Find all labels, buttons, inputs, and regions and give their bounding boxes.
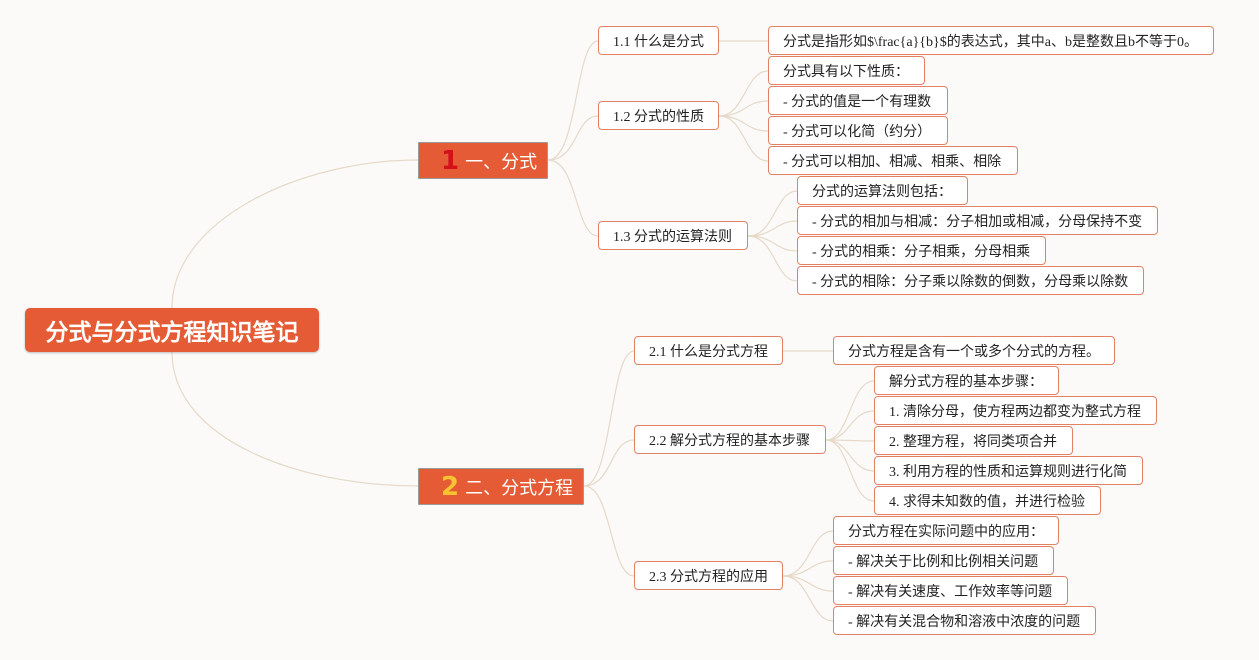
subtopic-1-3[interactable]: 1.3 分式的运算法则 (598, 221, 748, 250)
leaf-2-2-2[interactable]: 1. 清除分母，使方程两边都变为整式方程 (874, 396, 1157, 425)
leaf-1-3-2[interactable]: - 分式的相加与相减：分子相加或相减，分母保持不变 (797, 206, 1158, 235)
leaf-text: 分式是指形如$\frac{a}{b}$的表达式，其中a、b是整数且b不等于0。 (783, 34, 1198, 50)
leaf-1-3-4[interactable]: - 分式的相除：分子乘以除数的倒数，分母乘以除数 (797, 266, 1144, 295)
number-one-badge-icon: 1 (441, 145, 460, 176)
leaf-2-3-2[interactable]: - 解决关于比例和比例相关问题 (833, 546, 1054, 575)
subtopic-1-1[interactable]: 1.1 什么是分式 (598, 26, 719, 55)
leaf-1-1-1[interactable]: 分式是指形如$\frac{a}{b}$的表达式，其中a、b是整数且b不等于0。 (768, 26, 1214, 55)
leaf-text: 4. 求得未知数的值，并进行检验 (889, 494, 1085, 510)
leaf-text: 2. 整理方程，将同类项合并 (889, 434, 1057, 450)
leaf-2-2-3[interactable]: 2. 整理方程，将同类项合并 (874, 426, 1073, 455)
leaf-text: - 解决关于比例和比例相关问题 (848, 554, 1039, 570)
leaf-text: - 分式的相乘：分子相乘，分母相乘 (812, 244, 1031, 260)
subtopic-title: 1.3 分式的运算法则 (613, 229, 732, 245)
leaf-text: 分式具有以下性质： (783, 64, 909, 80)
subtopic-2-3[interactable]: 2.3 分式方程的应用 (634, 561, 783, 590)
leaf-2-3-1[interactable]: 分式方程在实际问题中的应用： (833, 516, 1059, 545)
leaf-1-3-3[interactable]: - 分式的相乘：分子相乘，分母相乘 (797, 236, 1046, 265)
leaf-text: 分式方程在实际问题中的应用： (848, 524, 1044, 540)
leaf-2-3-4[interactable]: - 解决有关混合物和溶液中浓度的问题 (833, 606, 1096, 635)
leaf-text: 分式方程是含有一个或多个分式的方程。 (848, 344, 1100, 360)
branch-fractional-equations[interactable]: 2 二、分式方程 (418, 468, 584, 505)
subtopic-title: 1.1 什么是分式 (613, 34, 704, 50)
leaf-2-2-1[interactable]: 解分式方程的基本步骤： (874, 366, 1059, 395)
leaf-2-3-3[interactable]: - 解决有关速度、工作效率等问题 (833, 576, 1068, 605)
subtopic-2-1[interactable]: 2.1 什么是分式方程 (634, 336, 783, 365)
leaf-1-2-2[interactable]: - 分式的值是一个有理数 (768, 86, 948, 115)
leaf-1-2-1[interactable]: 分式具有以下性质： (768, 56, 925, 85)
leaf-text: - 分式的相加与相减：分子相加或相减，分母保持不变 (812, 214, 1143, 230)
subtopic-title: 2.1 什么是分式方程 (649, 344, 768, 360)
leaf-2-1-1[interactable]: 分式方程是含有一个或多个分式的方程。 (833, 336, 1115, 365)
leaf-text: 3. 利用方程的性质和运算规则进行化简 (889, 464, 1127, 480)
leaf-text: - 解决有关混合物和溶液中浓度的问题 (848, 614, 1081, 630)
root-topic[interactable]: 分式与分式方程知识笔记 (25, 308, 319, 352)
leaf-text: 1. 清除分母，使方程两边都变为整式方程 (889, 404, 1141, 420)
leaf-text: - 解决有关速度、工作效率等问题 (848, 584, 1053, 600)
leaf-text: 解分式方程的基本步骤： (889, 374, 1043, 390)
subtopic-title: 1.2 分式的性质 (613, 109, 704, 125)
leaf-1-3-1[interactable]: 分式的运算法则包括： (797, 176, 968, 205)
subtopic-2-2[interactable]: 2.2 解分式方程的基本步骤 (634, 425, 826, 454)
branch-title: 一、分式 (465, 151, 538, 173)
leaf-text: - 分式的值是一个有理数 (783, 94, 932, 110)
leaf-2-2-4[interactable]: 3. 利用方程的性质和运算规则进行化简 (874, 456, 1143, 485)
subtopic-1-2[interactable]: 1.2 分式的性质 (598, 101, 719, 130)
branch-fractions[interactable]: 1 一、分式 (418, 142, 548, 179)
number-two-badge-icon: 2 (441, 471, 460, 502)
leaf-text: 分式的运算法则包括： (812, 184, 952, 200)
branch-title: 二、分式方程 (465, 477, 574, 499)
leaf-1-2-4[interactable]: - 分式可以相加、相减、相乘、相除 (768, 146, 1018, 175)
leaf-2-2-5[interactable]: 4. 求得未知数的值，并进行检验 (874, 486, 1101, 515)
leaf-text: - 分式可以化简（约分） (783, 124, 932, 140)
leaf-text: - 分式可以相加、相减、相乘、相除 (783, 154, 1002, 170)
leaf-1-2-3[interactable]: - 分式可以化简（约分） (768, 116, 948, 145)
leaf-text: - 分式的相除：分子乘以除数的倒数，分母乘以除数 (812, 274, 1129, 290)
subtopic-title: 2.2 解分式方程的基本步骤 (649, 433, 810, 449)
root-title: 分式与分式方程知识笔记 (45, 320, 299, 346)
subtopic-title: 2.3 分式方程的应用 (649, 569, 768, 585)
